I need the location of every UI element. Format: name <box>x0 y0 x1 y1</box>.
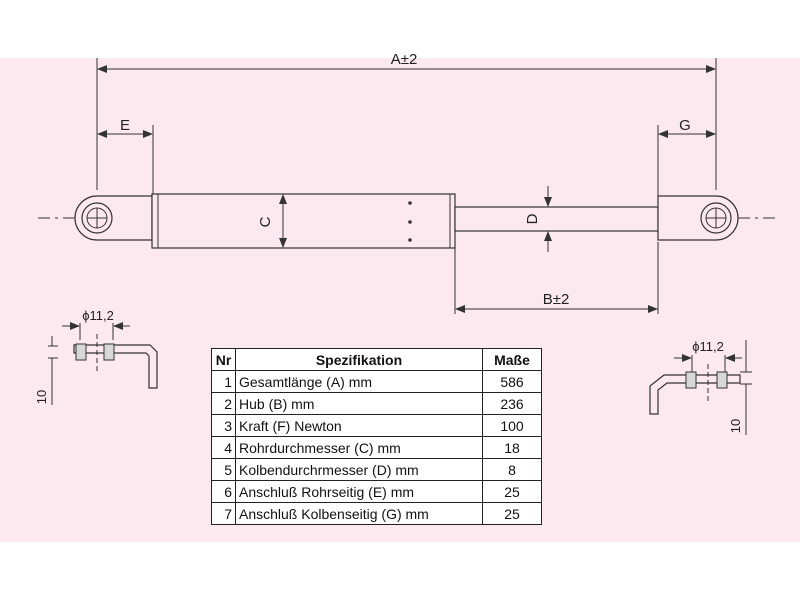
dimension-b: B±2 <box>454 232 659 314</box>
row-nr: 2 <box>211 392 236 415</box>
dimension-e-label: E <box>120 117 130 134</box>
left-eye-fitting <box>74 195 153 241</box>
dimension-g-label: G <box>679 117 691 134</box>
row-nr: 7 <box>211 502 236 525</box>
row-spec: Anschluß Kolbenseitig (G) mm <box>235 502 483 525</box>
dimension-c: C <box>257 194 287 248</box>
left-hole-label: ϕ11,2 <box>82 308 114 323</box>
header-spezifikation: Spezifikation <box>235 348 483 371</box>
row-spec: Hub (B) mm <box>235 392 483 415</box>
piston-rod <box>454 206 659 232</box>
table-header-row: Nr Spezifikation Maße <box>211 348 542 371</box>
dimension-d: D <box>524 186 552 252</box>
right-detail-view: ϕ11,2 10 <box>649 339 752 435</box>
dimension-g: G <box>657 117 716 196</box>
table-row: 1 Gesamtlänge (A) mm 586 <box>211 370 542 393</box>
dimension-a: A±2 <box>96 51 717 190</box>
table-row: 5 Kolbendurchrmesser (D) mm 8 <box>211 458 542 481</box>
left-height-label: 10 <box>34 390 49 404</box>
row-mass: 18 <box>482 436 542 459</box>
row-spec: Kolbendurchrmesser (D) mm <box>235 458 483 481</box>
dimension-d-label: D <box>524 213 541 224</box>
table-row: 3 Kraft (F) Newton 100 <box>211 414 542 437</box>
right-hole-label: ϕ11,2 <box>692 339 724 354</box>
header-nr: Nr <box>211 348 236 371</box>
row-mass: 586 <box>482 370 542 393</box>
row-mass: 236 <box>482 392 542 415</box>
row-nr: 4 <box>211 436 236 459</box>
table-row: 6 Anschluß Rohrseitig (E) mm 25 <box>211 480 542 503</box>
right-eye-fitting <box>657 195 739 241</box>
row-mass: 25 <box>482 502 542 525</box>
table-row: 7 Anschluß Kolbenseitig (G) mm 25 <box>211 502 542 525</box>
dimension-c-label: C <box>257 216 274 227</box>
specification-table: Nr Spezifikation Maße 1 Gesamtlänge (A) … <box>211 348 542 525</box>
cylinder-tube <box>151 193 456 249</box>
right-height-label: 10 <box>728 419 743 433</box>
row-nr: 6 <box>211 480 236 503</box>
row-mass: 8 <box>482 458 542 481</box>
row-mass: 25 <box>482 480 542 503</box>
dimension-e: E <box>97 117 154 196</box>
row-mass: 100 <box>482 414 542 437</box>
row-nr: 3 <box>211 414 236 437</box>
dimension-b-label: B±2 <box>543 291 570 308</box>
row-nr: 1 <box>211 370 236 393</box>
table-row: 2 Hub (B) mm 236 <box>211 392 542 415</box>
left-detail-view: ϕ11,2 10 <box>34 308 158 405</box>
dimension-a-label: A±2 <box>391 51 418 68</box>
row-spec: Rohrdurchmesser (C) mm <box>235 436 483 459</box>
row-spec: Kraft (F) Newton <box>235 414 483 437</box>
row-nr: 5 <box>211 458 236 481</box>
row-spec: Anschluß Rohrseitig (E) mm <box>235 480 483 503</box>
table-row: 4 Rohrdurchmesser (C) mm 18 <box>211 436 542 459</box>
row-spec: Gesamtlänge (A) mm <box>235 370 483 393</box>
header-masse: Maße <box>482 348 542 371</box>
